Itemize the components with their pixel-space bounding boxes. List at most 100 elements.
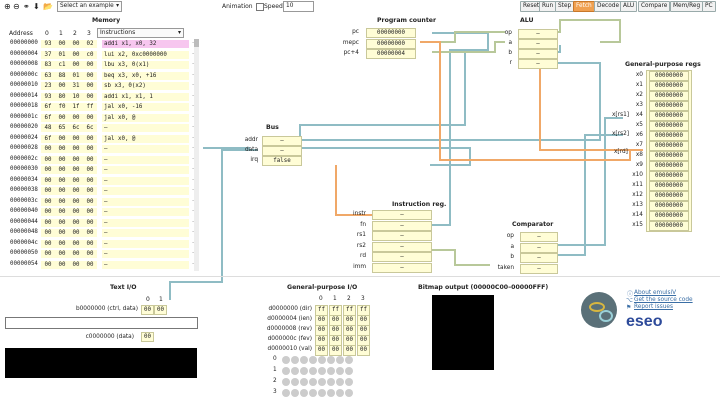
memory-byte[interactable]: 00 (69, 239, 83, 248)
reg-x1-value[interactable]: 00000000 (649, 81, 689, 91)
memory-byte[interactable]: 00 (83, 145, 97, 153)
memory-byte[interactable]: 00 (83, 113, 97, 122)
memory-byte[interactable]: 00 (69, 176, 83, 185)
memory-byte[interactable]: 00 (55, 208, 69, 216)
memory-byte[interactable]: 65 (55, 124, 69, 132)
memory-byte[interactable]: 1f (69, 103, 83, 111)
memory-byte[interactable]: 93 (41, 92, 55, 101)
memory-instruction[interactable]: lbu x3, 0(x1) (102, 61, 189, 69)
gpio-led[interactable] (327, 389, 335, 397)
memory-byte[interactable]: 00 (41, 260, 55, 269)
scrollbar-thumb[interactable] (194, 39, 199, 47)
memory-byte[interactable]: 00 (55, 134, 69, 143)
memory-byte[interactable]: 01 (55, 50, 69, 59)
memory-byte[interactable]: 6f (41, 113, 55, 122)
gpio-cell[interactable]: 00 (329, 345, 342, 356)
memory-byte[interactable]: 00 (69, 187, 83, 195)
memory-byte[interactable]: 00 (69, 155, 83, 164)
memory-byte[interactable]: 00 (69, 197, 83, 206)
memory-byte[interactable]: 00 (69, 229, 83, 237)
memory-byte[interactable]: 6f (41, 103, 55, 111)
issues-link[interactable]: Report issues (634, 304, 673, 310)
gpio-led[interactable] (327, 378, 335, 386)
gpio-cell[interactable]: 00 (315, 345, 328, 356)
memory-byte[interactable]: 00 (69, 134, 83, 143)
memory-byte[interactable]: c1 (55, 61, 69, 69)
reg-x13-value[interactable]: 00000000 (649, 201, 689, 211)
memory-byte[interactable]: 00 (41, 239, 55, 248)
memory-byte[interactable]: 00 (55, 239, 69, 248)
gpio-led[interactable] (300, 389, 308, 397)
zoom-out-icon[interactable]: ⊖ (13, 2, 20, 11)
gpio-led[interactable] (327, 356, 335, 364)
zoom-in-icon[interactable]: ⊕ (4, 2, 11, 11)
memory-byte[interactable]: 00 (41, 155, 55, 164)
memory-byte[interactable]: 10 (69, 92, 83, 101)
memory-byte[interactable]: 00 (41, 197, 55, 206)
memory-byte[interactable]: 00 (41, 229, 55, 237)
memory-byte[interactable]: 00 (55, 40, 69, 48)
memory-instruction[interactable]: beq x3, x0, +16 (102, 71, 189, 80)
memory-byte[interactable]: 00 (55, 260, 69, 269)
memory-byte[interactable]: 00 (83, 187, 97, 195)
memory-byte[interactable]: 00 (55, 176, 69, 185)
download-icon[interactable]: ⬇ (33, 2, 40, 11)
memory-byte[interactable]: 00 (55, 145, 69, 153)
memory-byte[interactable]: 00 (83, 71, 97, 80)
reg-x10-value[interactable]: 00000000 (649, 171, 689, 181)
textio-data0[interactable]: 00 (141, 332, 154, 342)
gpio-led[interactable] (309, 378, 317, 386)
memory-instruction[interactable]: jal x0, @ (102, 134, 189, 143)
link-icon[interactable]: ⚭ (23, 2, 30, 11)
memory-byte[interactable]: 00 (69, 218, 83, 227)
memory-instruction[interactable]: – (102, 187, 189, 195)
reg-x11-value[interactable]: 00000000 (649, 181, 689, 191)
gpio-led[interactable] (336, 378, 344, 386)
memory-byte[interactable]: 6c (69, 124, 83, 132)
memory-byte[interactable]: 93 (41, 40, 55, 48)
gpio-led[interactable] (282, 389, 290, 397)
gpio-led[interactable] (318, 389, 326, 397)
memory-byte[interactable]: 00 (41, 218, 55, 227)
gpio-led[interactable] (291, 378, 299, 386)
gpio-led[interactable] (282, 367, 290, 375)
memory-byte[interactable]: 00 (69, 208, 83, 216)
memory-instruction[interactable]: – (102, 250, 189, 258)
reg-x6-value[interactable]: 00000000 (649, 131, 689, 141)
memory-byte[interactable]: f0 (55, 103, 69, 111)
memory-byte[interactable]: 00 (69, 40, 83, 48)
memory-instruction[interactable]: addi x1, x0, 32 (102, 40, 189, 48)
memory-instruction[interactable]: – (102, 229, 189, 237)
gpio-led[interactable] (291, 389, 299, 397)
open-folder-icon[interactable]: 📂 (43, 2, 53, 11)
memory-byte[interactable]: 00 (55, 197, 69, 206)
reg-x9-value[interactable]: 00000000 (649, 161, 689, 171)
gpio-led[interactable] (309, 389, 317, 397)
memory-byte[interactable]: 00 (69, 61, 83, 69)
gpio-led[interactable] (345, 378, 353, 386)
memory-instruction[interactable]: – (102, 124, 189, 132)
gpio-led[interactable] (309, 367, 317, 375)
reg-x3-value[interactable]: 00000000 (649, 101, 689, 111)
memory-byte[interactable]: 37 (41, 50, 55, 59)
example-select[interactable]: Select an example ▾ (57, 1, 122, 12)
memory-byte[interactable]: 00 (83, 176, 97, 185)
gpio-led[interactable] (291, 356, 299, 364)
memory-byte[interactable]: 00 (41, 176, 55, 185)
memory-instruction[interactable]: jal x0, -16 (102, 103, 189, 111)
memory-byte[interactable]: 48 (41, 124, 55, 132)
memory-instruction[interactable]: sb x3, 0(x2) (102, 82, 189, 90)
memory-instruction[interactable]: – (102, 145, 189, 153)
reg-x0-value[interactable]: 00000000 (649, 71, 689, 81)
about-link[interactable]: About emulsiV (634, 290, 677, 296)
memory-byte[interactable]: 00 (83, 92, 97, 101)
